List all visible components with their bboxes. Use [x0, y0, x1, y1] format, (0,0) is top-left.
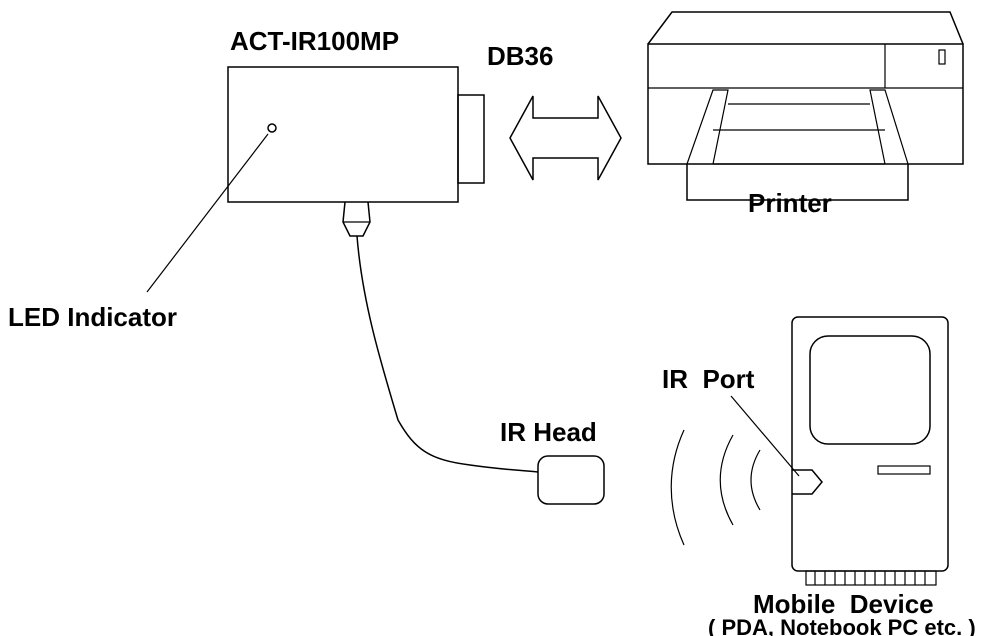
cable-strain-relief — [342, 201, 371, 237]
db36-connector — [457, 94, 485, 184]
printer-icon — [647, 11, 964, 201]
ir-cable — [356, 235, 539, 473]
led-indicator — [267, 123, 277, 133]
ir-port-label: IR Port — [662, 364, 755, 394]
ir-head-label: IR Head — [500, 417, 597, 447]
bidirectional-arrow-icon — [509, 95, 622, 181]
adapter-box — [227, 66, 485, 237]
mobile-device-label: Mobile Device — [753, 589, 934, 619]
ir-waves-icon — [670, 429, 761, 546]
mobile-device-icon — [791, 316, 949, 586]
ir-port-leader-line — [730, 395, 800, 477]
printer-label: Printer — [748, 188, 832, 218]
led-leader-line — [146, 133, 269, 293]
db36-label: DB36 — [487, 41, 553, 71]
mobile-device-examples-label: ( PDA, Notebook PC etc. ) — [708, 615, 976, 636]
led-label: LED Indicator — [8, 302, 177, 332]
ir-head-icon — [537, 455, 605, 505]
adapter-label: ACT-IR100MP — [230, 26, 399, 56]
